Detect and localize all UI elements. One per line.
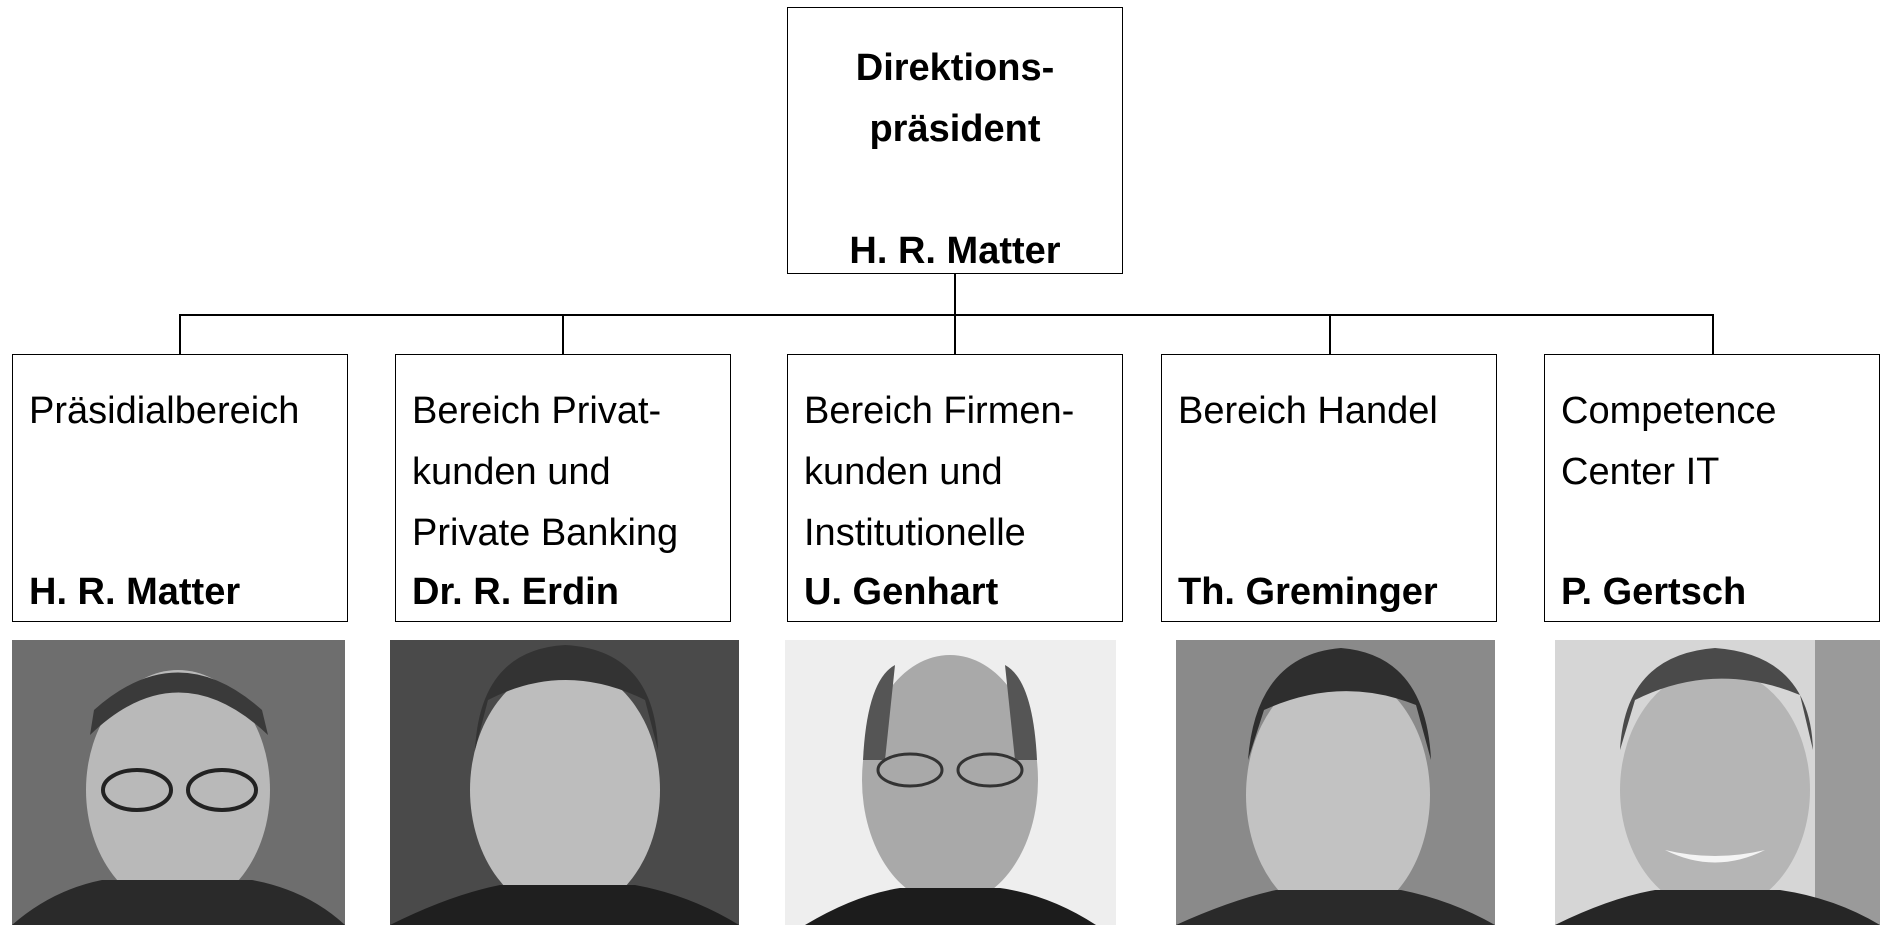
- department-head-name: H. R. Matter: [29, 571, 241, 613]
- director-title: Direktions- präsident: [788, 38, 1122, 160]
- portrait-placeholder-icon: [390, 640, 739, 925]
- portrait-photo-u-genhart: [785, 640, 1116, 925]
- department-head-name: U. Genhart: [804, 571, 999, 613]
- connector-drop-2: [562, 314, 564, 354]
- department-label-line: Private Banking: [412, 512, 679, 554]
- department-label-line: Präsidialbereich: [29, 390, 300, 432]
- connector-drop-4: [1329, 314, 1331, 354]
- connector-drop-5: [1712, 314, 1714, 354]
- department-label: Präsidialbereich: [29, 381, 343, 442]
- department-label-line: Bereich Firmen-: [804, 390, 1075, 432]
- department-label: Bereich Firmen- kunden und Institutionel…: [804, 381, 1118, 564]
- portrait-placeholder-icon: [1555, 640, 1880, 925]
- org-box-handel: Bereich Handel Th. Greminger: [1161, 354, 1497, 622]
- department-label-line: kunden und: [804, 451, 1003, 493]
- department-label: Competence Center IT: [1561, 381, 1875, 503]
- department-label-line: kunden und: [412, 451, 611, 493]
- director-name: H. R. Matter: [849, 230, 1061, 272]
- department-label-line: Competence: [1561, 390, 1777, 432]
- portrait-placeholder-icon: [785, 640, 1116, 925]
- connector-vertical-top: [954, 274, 956, 315]
- portrait-photo-th-greminger: [1176, 640, 1495, 925]
- portrait-photo-r-erdin: [390, 640, 739, 925]
- portrait-placeholder-icon: [12, 640, 345, 925]
- org-box-privatkunden: Bereich Privat- kunden und Private Banki…: [395, 354, 731, 622]
- org-box-director: Direktions- präsident H. R. Matter: [787, 7, 1123, 274]
- connector-drop-1: [179, 314, 181, 354]
- org-box-praesidialbereich: Präsidialbereich H. R. Matter: [12, 354, 348, 622]
- org-box-firmenkunden: Bereich Firmen- kunden und Institutionel…: [787, 354, 1123, 622]
- director-title-line-1: Direktions-: [855, 47, 1055, 89]
- portrait-photo-p-gertsch: [1555, 640, 1880, 925]
- department-head-name: P. Gertsch: [1561, 571, 1747, 613]
- department-label-line: Bereich Handel: [1178, 390, 1438, 432]
- connector-horizontal: [179, 314, 1714, 316]
- portrait-placeholder-icon: [1176, 640, 1495, 925]
- portrait-photo-h-r-matter: [12, 640, 345, 925]
- org-box-competence-center-it: Competence Center IT P. Gertsch: [1544, 354, 1880, 622]
- department-head-name: Th. Greminger: [1178, 571, 1438, 613]
- department-label-line: Institutionelle: [804, 512, 1026, 554]
- department-label: Bereich Handel: [1178, 381, 1492, 442]
- connector-drop-3: [954, 314, 956, 354]
- department-label-line: Center IT: [1561, 451, 1720, 493]
- department-label: Bereich Privat- kunden und Private Banki…: [412, 381, 726, 564]
- department-label-line: Bereich Privat-: [412, 390, 662, 432]
- director-title-line-2: präsident: [869, 108, 1041, 150]
- department-head-name: Dr. R. Erdin: [412, 571, 619, 613]
